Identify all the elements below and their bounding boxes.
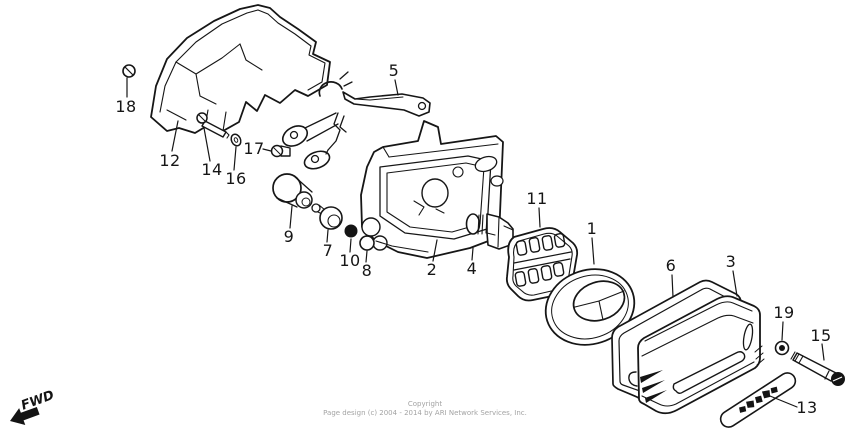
callout-4[interactable]: 4 (466, 259, 478, 278)
callout-9[interactable]: 9 (283, 227, 295, 246)
copyright-line-1: Copyright (407, 400, 443, 408)
callout-14[interactable]: 14 (201, 160, 223, 179)
part-drawing-15-bolt (790, 351, 845, 386)
callout-13[interactable]: 13 (796, 398, 818, 417)
callout-1[interactable]: 1 (586, 219, 598, 238)
part-drawing-19-nut (774, 340, 790, 356)
callout-12[interactable]: 12 (159, 151, 181, 170)
callout-10[interactable]: 10 (339, 251, 361, 270)
callout-19[interactable]: 19 (773, 303, 795, 322)
part-drawing-18-screw (122, 64, 136, 78)
callout-16[interactable]: 16 (225, 169, 247, 188)
callout-18[interactable]: 18 (115, 97, 137, 116)
part-drawing-14-bolt (196, 112, 230, 139)
part-drawing-5-bracket (281, 71, 431, 170)
callout-5[interactable]: 5 (388, 61, 400, 80)
fwd-arrow-icon (10, 406, 40, 426)
part-drawing-7-grommet (311, 203, 343, 230)
part-drawing-17-bolt (270, 144, 291, 158)
part-drawing-13-label (719, 372, 797, 428)
copyright-line-2: Page design (c) 2004 - 2014 by ARI Netwo… (323, 409, 527, 417)
part-drawing-9-grommet (272, 173, 313, 209)
callout-6[interactable]: 6 (665, 256, 677, 275)
part-drawing-10-nut (344, 224, 358, 238)
callout-8[interactable]: 8 (361, 261, 373, 280)
part-drawing-1-filter-element (544, 268, 636, 346)
part-drawing-3-cover (628, 295, 765, 415)
callout-2[interactable]: 2 (426, 260, 438, 279)
callout-11[interactable]: 11 (526, 189, 548, 208)
part-drawing-8-cap (359, 235, 375, 251)
part-drawing-16-washer (230, 133, 242, 147)
callout-15[interactable]: 15 (810, 326, 832, 345)
callout-3[interactable]: 3 (725, 252, 737, 271)
callout-17[interactable]: 17 (243, 139, 265, 158)
callout-leader-lines (126, 77, 825, 408)
callout-7[interactable]: 7 (322, 241, 334, 260)
